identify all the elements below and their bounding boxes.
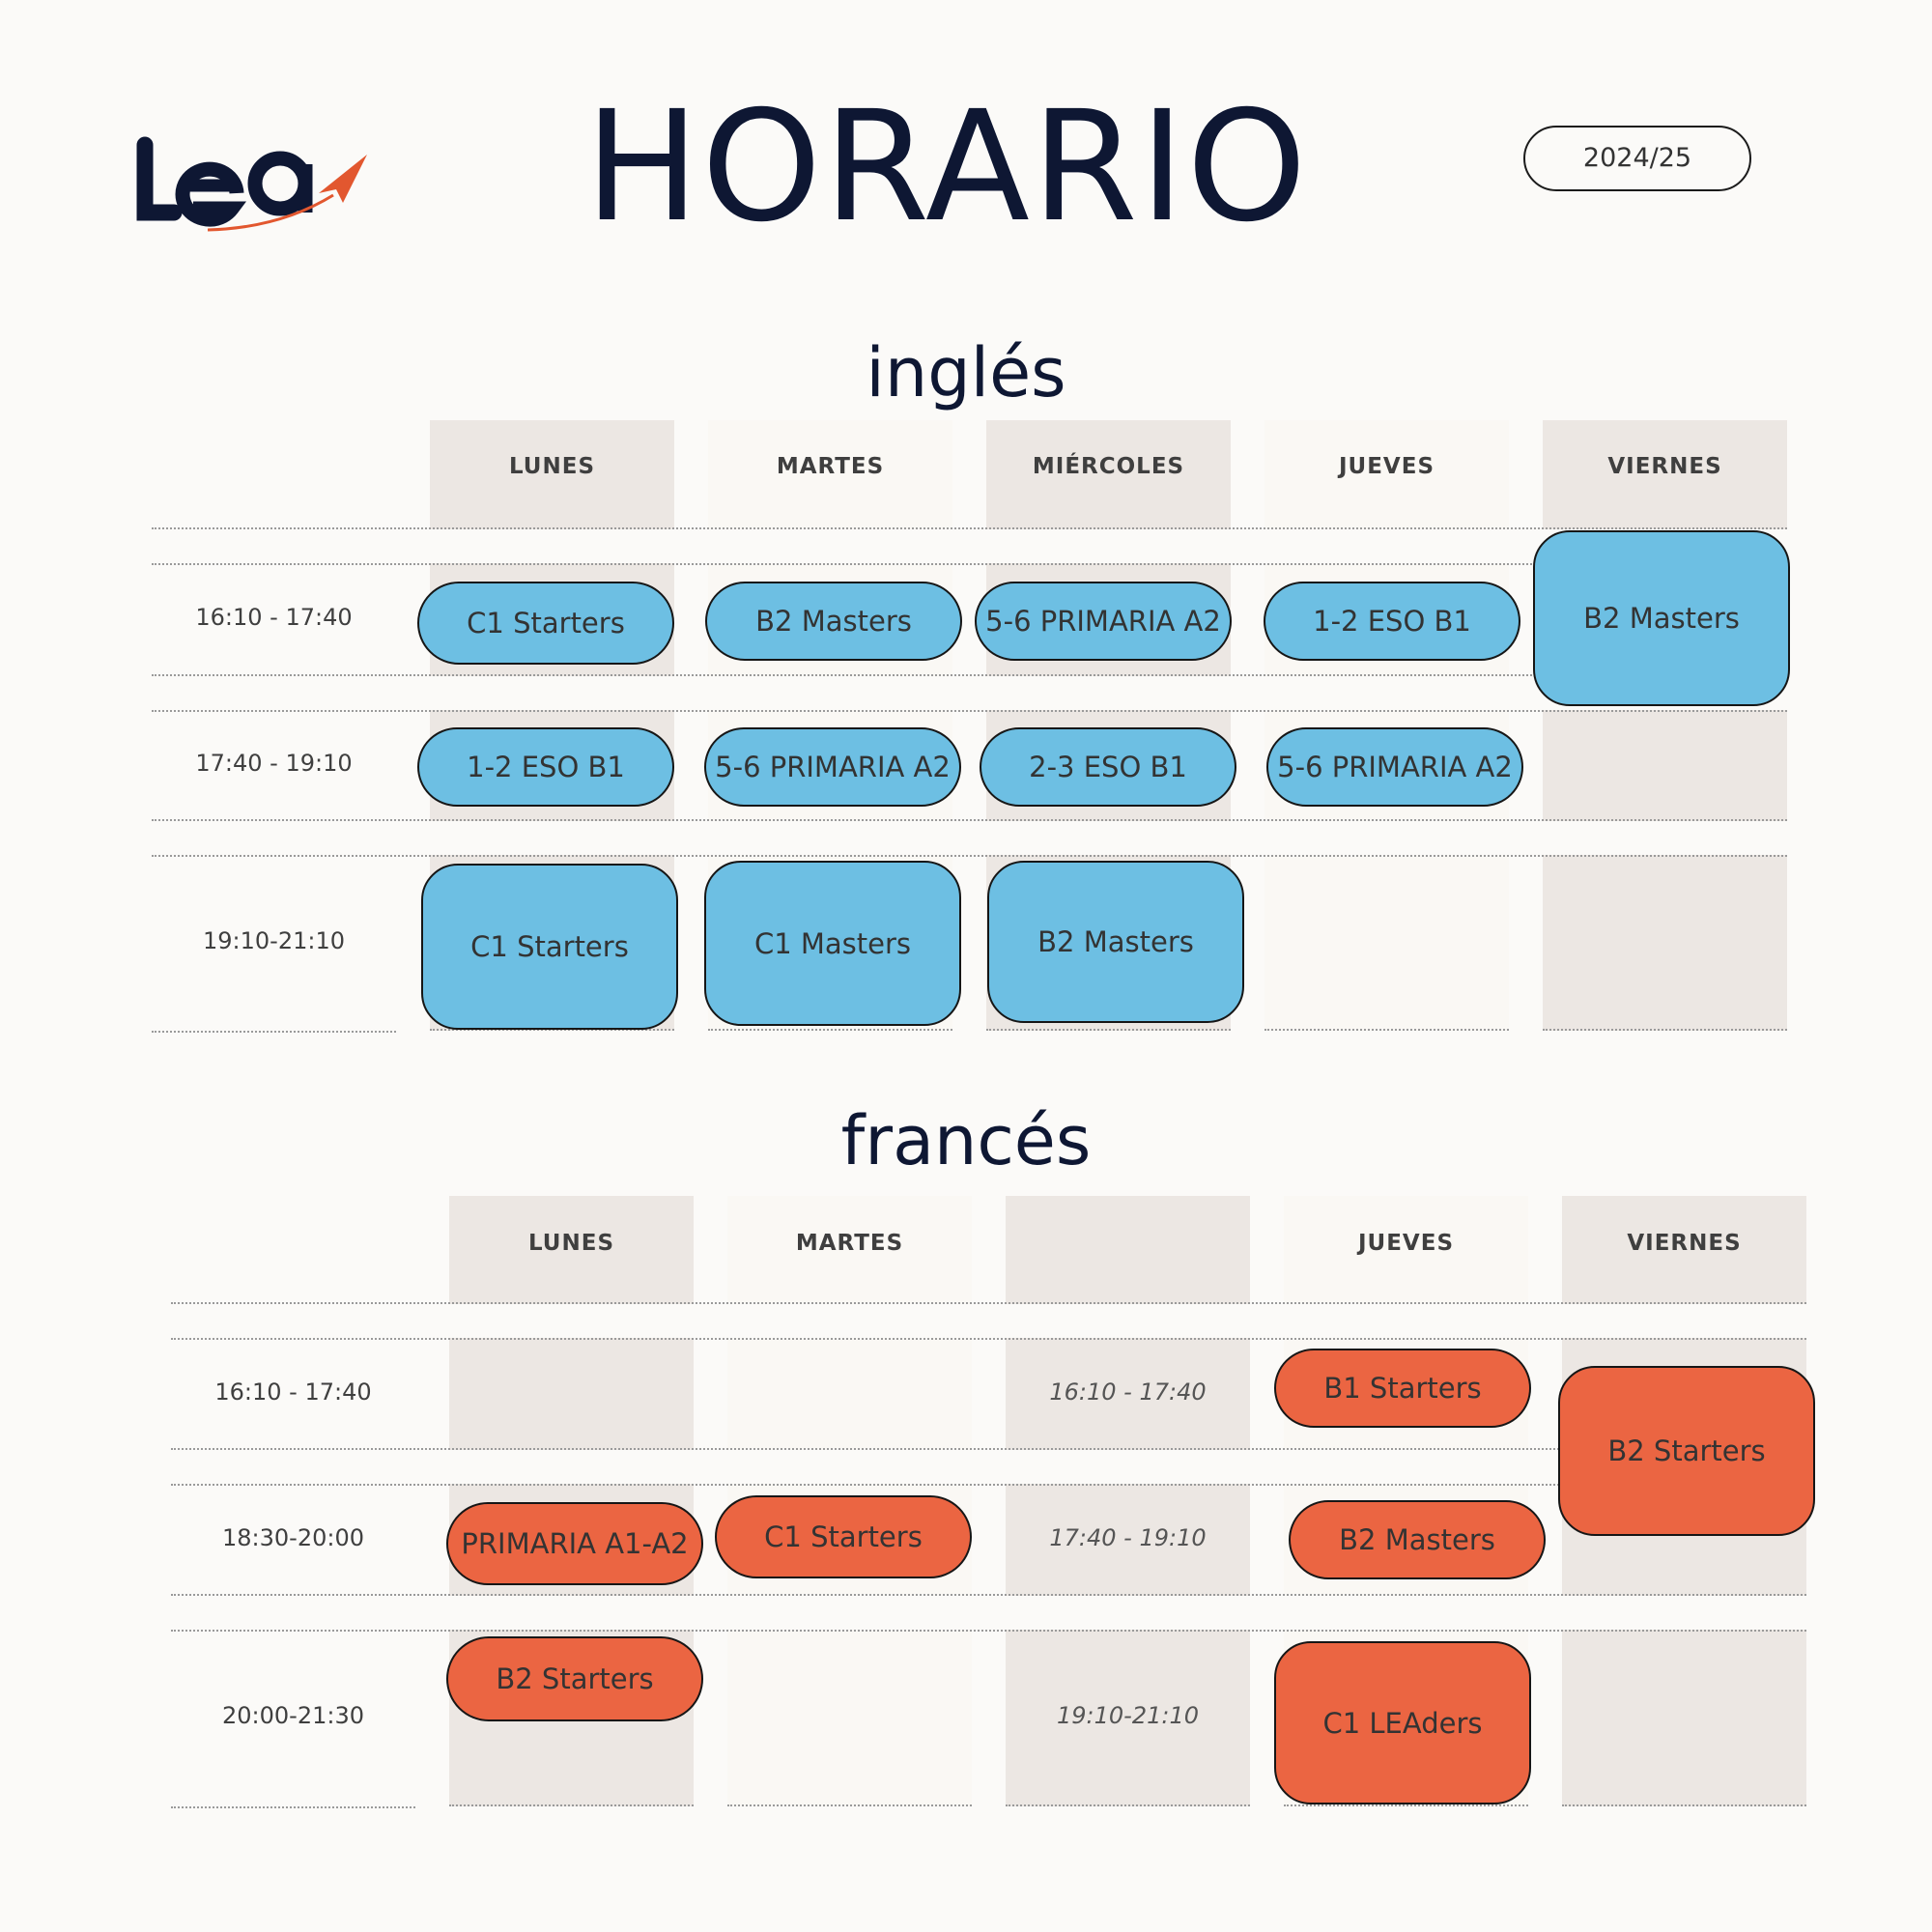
time-slot: 19:10-21:10 [203, 927, 345, 954]
time-slot: 19:10-21:10 [1057, 1702, 1199, 1729]
row-divider [171, 1484, 1806, 1486]
time-slot: 18:30-20:00 [222, 1524, 364, 1551]
row-divider [152, 674, 1787, 676]
class-card[interactable]: PRIMARIA A1-A2 [446, 1502, 703, 1585]
class-card[interactable]: B2 Masters [1533, 530, 1790, 706]
time-slot: 16:10 - 17:40 [1049, 1378, 1207, 1406]
class-card[interactable]: 1-2 ESO B1 [417, 727, 674, 807]
row-divider [152, 855, 1787, 857]
row-divider [152, 527, 1787, 529]
class-card[interactable]: B2 Masters [1289, 1500, 1546, 1579]
class-card[interactable]: 5-6 PRIMARIA A2 [975, 582, 1232, 661]
class-card[interactable]: C1 Starters [715, 1495, 972, 1578]
day-header-martes: MARTES [776, 454, 885, 479]
class-card[interactable]: B2 Starters [1558, 1366, 1815, 1536]
class-card[interactable]: 5-6 PRIMARIA A2 [704, 727, 961, 807]
day-header-lunes: LUNES [527, 1231, 615, 1256]
day-header-viernes: VIERNES [1627, 1231, 1742, 1256]
time-slot: 17:40 - 19:10 [195, 750, 353, 777]
class-card[interactable]: B2 Masters [987, 861, 1244, 1023]
class-card[interactable]: C1 Masters [704, 861, 961, 1026]
row-divider [171, 1594, 1806, 1596]
class-card[interactable]: C1 Starters [417, 582, 674, 665]
day-header-martes: MARTES [795, 1231, 904, 1256]
day-header-viernes: VIERNES [1607, 454, 1722, 479]
column-jueves [1264, 420, 1509, 1031]
row-divider [152, 819, 1787, 821]
class-card[interactable]: C1 LEAders [1274, 1641, 1531, 1804]
row-divider [171, 1806, 415, 1808]
class-card[interactable]: 2-3 ESO B1 [980, 727, 1236, 807]
page-title: HORARIO [584, 78, 1309, 256]
class-card[interactable]: C1 Starters [421, 864, 678, 1030]
row-gap [0, 1596, 1932, 1630]
row-divider [171, 1338, 1806, 1340]
class-card[interactable]: 1-2 ESO B1 [1264, 582, 1520, 661]
time-slot: 17:40 - 19:10 [1049, 1524, 1207, 1551]
row-divider [152, 1031, 396, 1033]
row-gap [0, 821, 1932, 855]
section-title-ingles: inglés [866, 333, 1066, 412]
day-header-miercoles: MIÉRCOLES [1032, 454, 1185, 479]
time-slot: 16:10 - 17:40 [195, 604, 353, 631]
row-divider [171, 1448, 1806, 1450]
class-card[interactable]: B1 Starters [1274, 1349, 1531, 1428]
section-title-frances: francés [840, 1101, 1092, 1180]
day-header-lunes: LUNES [508, 454, 596, 479]
day-header-jueves: JUEVES [1338, 454, 1435, 479]
class-card[interactable]: B2 Masters [705, 582, 962, 661]
time-slot: 16:10 - 17:40 [214, 1378, 372, 1406]
row-divider [152, 710, 1787, 712]
day-header-jueves: JUEVES [1357, 1231, 1455, 1256]
lea-logo: lea [135, 126, 377, 242]
row-divider [171, 1302, 1806, 1304]
column-viernes [1543, 420, 1787, 1031]
row-divider [152, 563, 1787, 565]
time-slot: 20:00-21:30 [222, 1702, 364, 1729]
class-card[interactable]: 5-6 PRIMARIA A2 [1266, 727, 1523, 807]
class-card[interactable]: B2 Starters [446, 1636, 703, 1721]
year-badge: 2024/25 [1523, 126, 1751, 191]
row-gap [0, 1304, 1932, 1338]
column-times [1006, 1196, 1250, 1806]
row-divider [171, 1630, 1806, 1632]
